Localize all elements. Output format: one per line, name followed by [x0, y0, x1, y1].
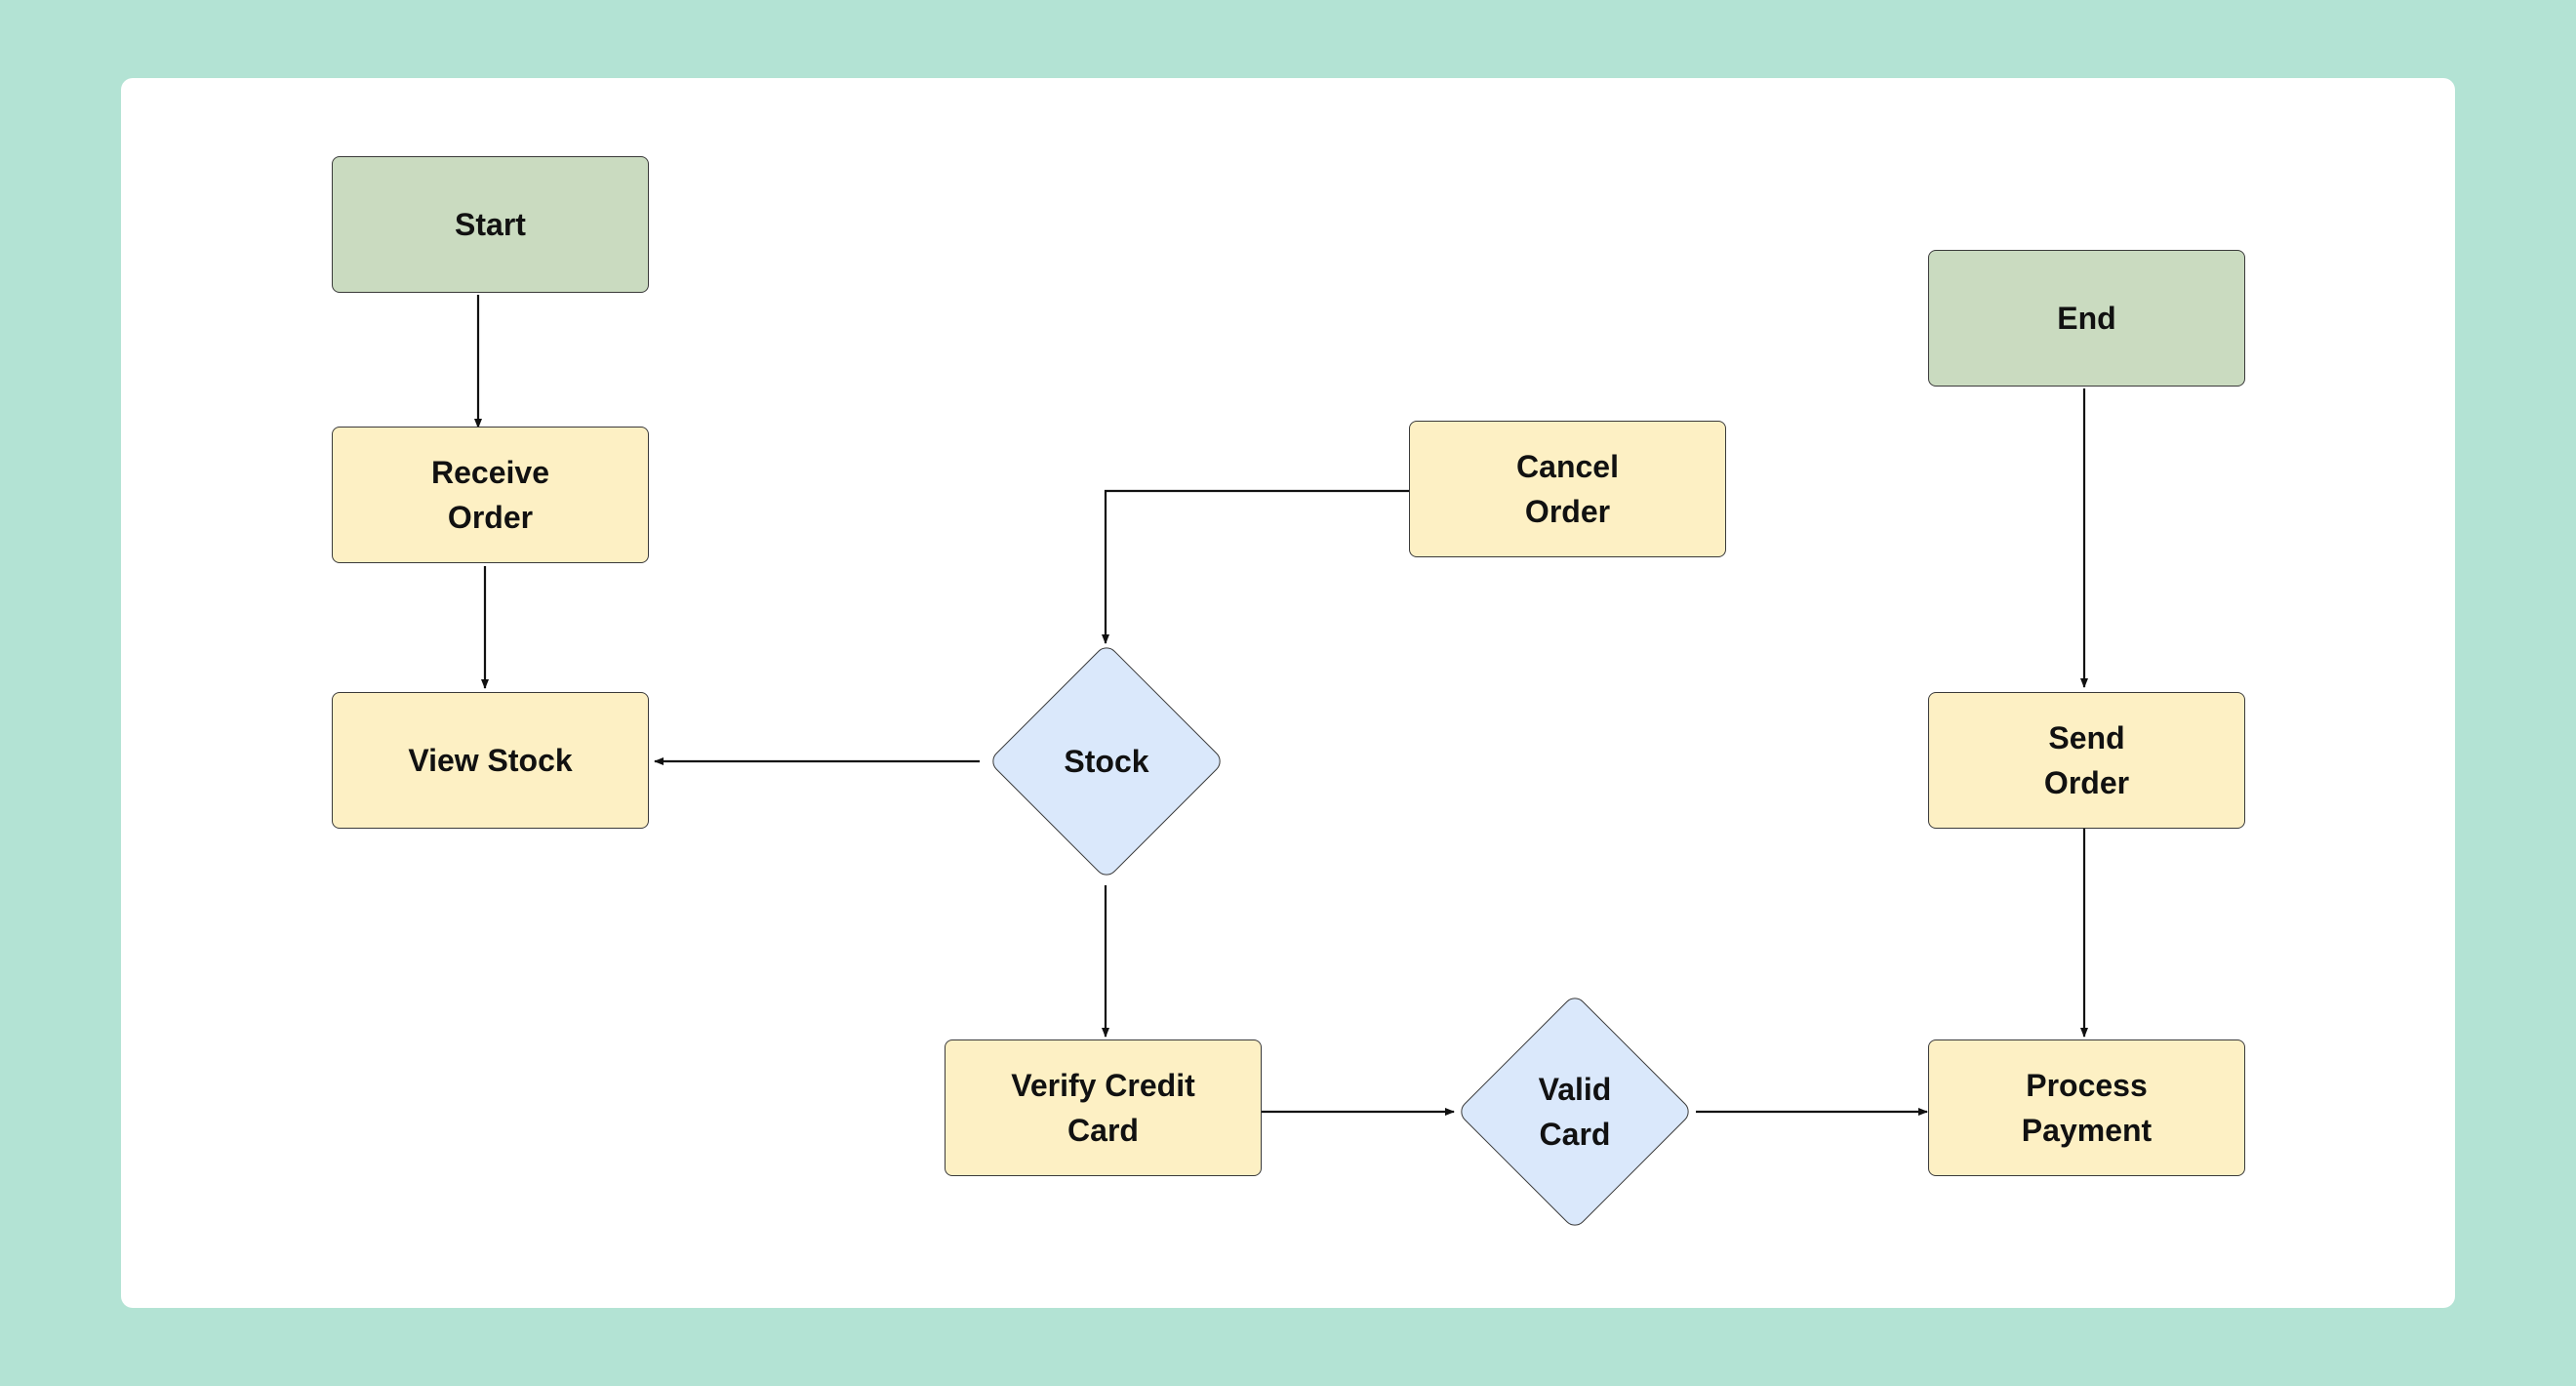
end-node[interactable]: End: [1928, 250, 2245, 387]
cancel-order-node[interactable]: Cancel Order: [1409, 421, 1726, 557]
stock-decision-label: Stock: [989, 703, 1224, 820]
cancel-order-label-line-1: Cancel: [1516, 449, 1619, 484]
process-payment-label-line-2: Payment: [2021, 1113, 2153, 1148]
start-label: Start: [455, 207, 526, 242]
receive-order-label-line-2: Order: [447, 500, 534, 535]
valid-card-label-line-2: Card: [1539, 1117, 1611, 1152]
valid-card-decision-label: Valid Card: [1458, 1053, 1692, 1170]
stock-label: Stock: [1064, 744, 1149, 779]
send-order-label-line-1: Send: [2048, 720, 2125, 755]
start-node[interactable]: Start: [332, 156, 649, 293]
process-payment-node[interactable]: Process Payment: [1928, 1040, 2245, 1176]
verify-credit-card-label-line-1: Verify Credit: [1011, 1068, 1195, 1103]
end-label: End: [2057, 301, 2116, 336]
valid-card-label-line-1: Valid: [1538, 1072, 1612, 1107]
process-payment-label-line-1: Process: [2026, 1068, 2148, 1103]
verify-credit-card-node[interactable]: Verify Credit Card: [945, 1040, 1262, 1176]
cancel-order-label-line-2: Order: [1524, 494, 1611, 529]
view-stock-node[interactable]: View Stock: [332, 692, 649, 829]
verify-credit-card-label-line-2: Card: [1067, 1113, 1139, 1148]
send-order-label-line-2: Order: [2043, 765, 2130, 800]
receive-order-label-line-1: Receive: [431, 455, 549, 490]
edge-cancel-order-to-stock: [1102, 489, 1409, 644]
send-order-node[interactable]: Send Order: [1928, 692, 2245, 829]
receive-order-node[interactable]: Receive Order: [332, 427, 649, 563]
view-stock-label: View Stock: [408, 743, 573, 778]
